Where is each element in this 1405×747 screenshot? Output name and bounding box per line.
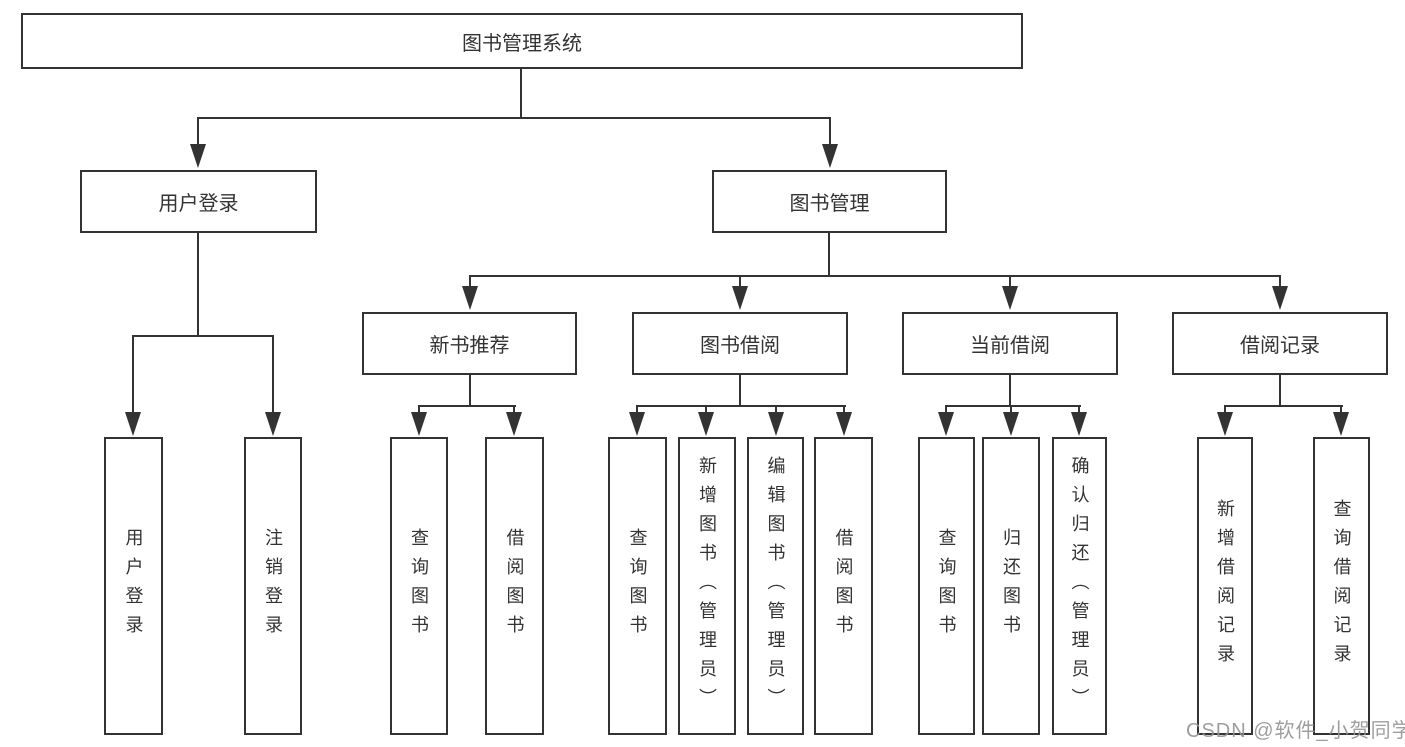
connector-vline (705, 406, 707, 413)
arrowhead-down-icon (1272, 286, 1288, 310)
connector-hline (469, 275, 1281, 277)
arrowhead-down-icon (732, 286, 748, 310)
arrowhead-down-icon (462, 286, 478, 310)
node-current-borrow: 当前借阅 (902, 312, 1118, 375)
connector-vline (829, 118, 831, 145)
connector-vline (1009, 375, 1011, 406)
connector-vline (469, 375, 471, 406)
node-book-borrow: 图书借阅 (632, 312, 848, 375)
connector-vline (775, 406, 777, 413)
connector-vline (132, 336, 134, 413)
leaf-query-books-borrow: 查询图书 (608, 437, 667, 735)
node-book-management: 图书管理 (712, 170, 947, 233)
arrowhead-down-icon (629, 412, 645, 436)
arrowhead-down-icon (506, 412, 522, 436)
leaf-add-book-admin: 新增图书（管理员） (678, 437, 736, 735)
connector-vline (636, 406, 638, 413)
leaf-query-books-current: 查询图书 (918, 437, 975, 735)
node-borrow-records: 借阅记录 (1172, 312, 1388, 375)
leaf-return-book: 归还图书 (982, 437, 1040, 735)
connector-vline (1279, 375, 1281, 406)
connector-vline (272, 336, 274, 413)
arrowhead-down-icon (1333, 412, 1349, 436)
leaf-query-books-recommend: 查询图书 (390, 437, 448, 735)
connector-hline (132, 335, 274, 337)
connector-vline (513, 406, 515, 413)
arrowhead-down-icon (1071, 412, 1087, 436)
arrowhead-down-icon (125, 412, 141, 436)
connector-vline (418, 406, 420, 413)
connector-vline (1279, 276, 1281, 287)
watermark-text: CSDN @软件_小贺同学 (1186, 720, 1405, 742)
connector-vline (739, 375, 741, 406)
connector-vline (197, 118, 199, 145)
connector-vline (828, 233, 830, 276)
arrowhead-down-icon (698, 412, 714, 436)
node-user-login: 用户登录 (80, 170, 317, 233)
connector-vline (843, 406, 845, 413)
arrowhead-down-icon (190, 144, 206, 168)
connector-vline (1009, 276, 1011, 287)
connector-vline (1010, 406, 1012, 413)
leaf-user-login: 用户登录 (104, 437, 163, 735)
leaf-borrow-books-recommend: 借阅图书 (485, 437, 544, 735)
connector-vline (469, 276, 471, 287)
leaf-borrow-books: 借阅图书 (814, 437, 873, 735)
arrowhead-down-icon (1002, 286, 1018, 310)
connector-vline (197, 233, 199, 336)
leaf-logout: 注销登录 (244, 437, 302, 735)
node-library-management-system: 图书管理系统 (21, 13, 1023, 69)
node-new-book-recommend: 新书推荐 (362, 312, 577, 375)
arrowhead-down-icon (836, 412, 852, 436)
connector-hline (197, 117, 831, 119)
arrowhead-down-icon (1003, 412, 1019, 436)
connector-hline (418, 405, 516, 407)
arrowhead-down-icon (1217, 412, 1233, 436)
connector-hline (1224, 405, 1343, 407)
leaf-add-borrow-record: 新增借阅记录 (1197, 437, 1253, 735)
arrowhead-down-icon (265, 412, 281, 436)
arrowhead-down-icon (822, 144, 838, 168)
connector-vline (1078, 406, 1080, 413)
arrowhead-down-icon (768, 412, 784, 436)
leaf-query-borrow-record: 查询借阅记录 (1313, 437, 1370, 735)
connector-vline (945, 406, 947, 413)
leaf-edit-book-admin: 编辑图书（管理员） (747, 437, 804, 735)
connector-vline (520, 69, 522, 118)
connector-vline (1340, 406, 1342, 413)
connector-hline (945, 405, 1081, 407)
connector-vline (1224, 406, 1226, 413)
arrowhead-down-icon (411, 412, 427, 436)
connector-hline (636, 405, 846, 407)
connector-vline (739, 276, 741, 287)
leaf-confirm-return-admin: 确认归还（管理员） (1052, 437, 1107, 735)
arrowhead-down-icon (938, 412, 954, 436)
